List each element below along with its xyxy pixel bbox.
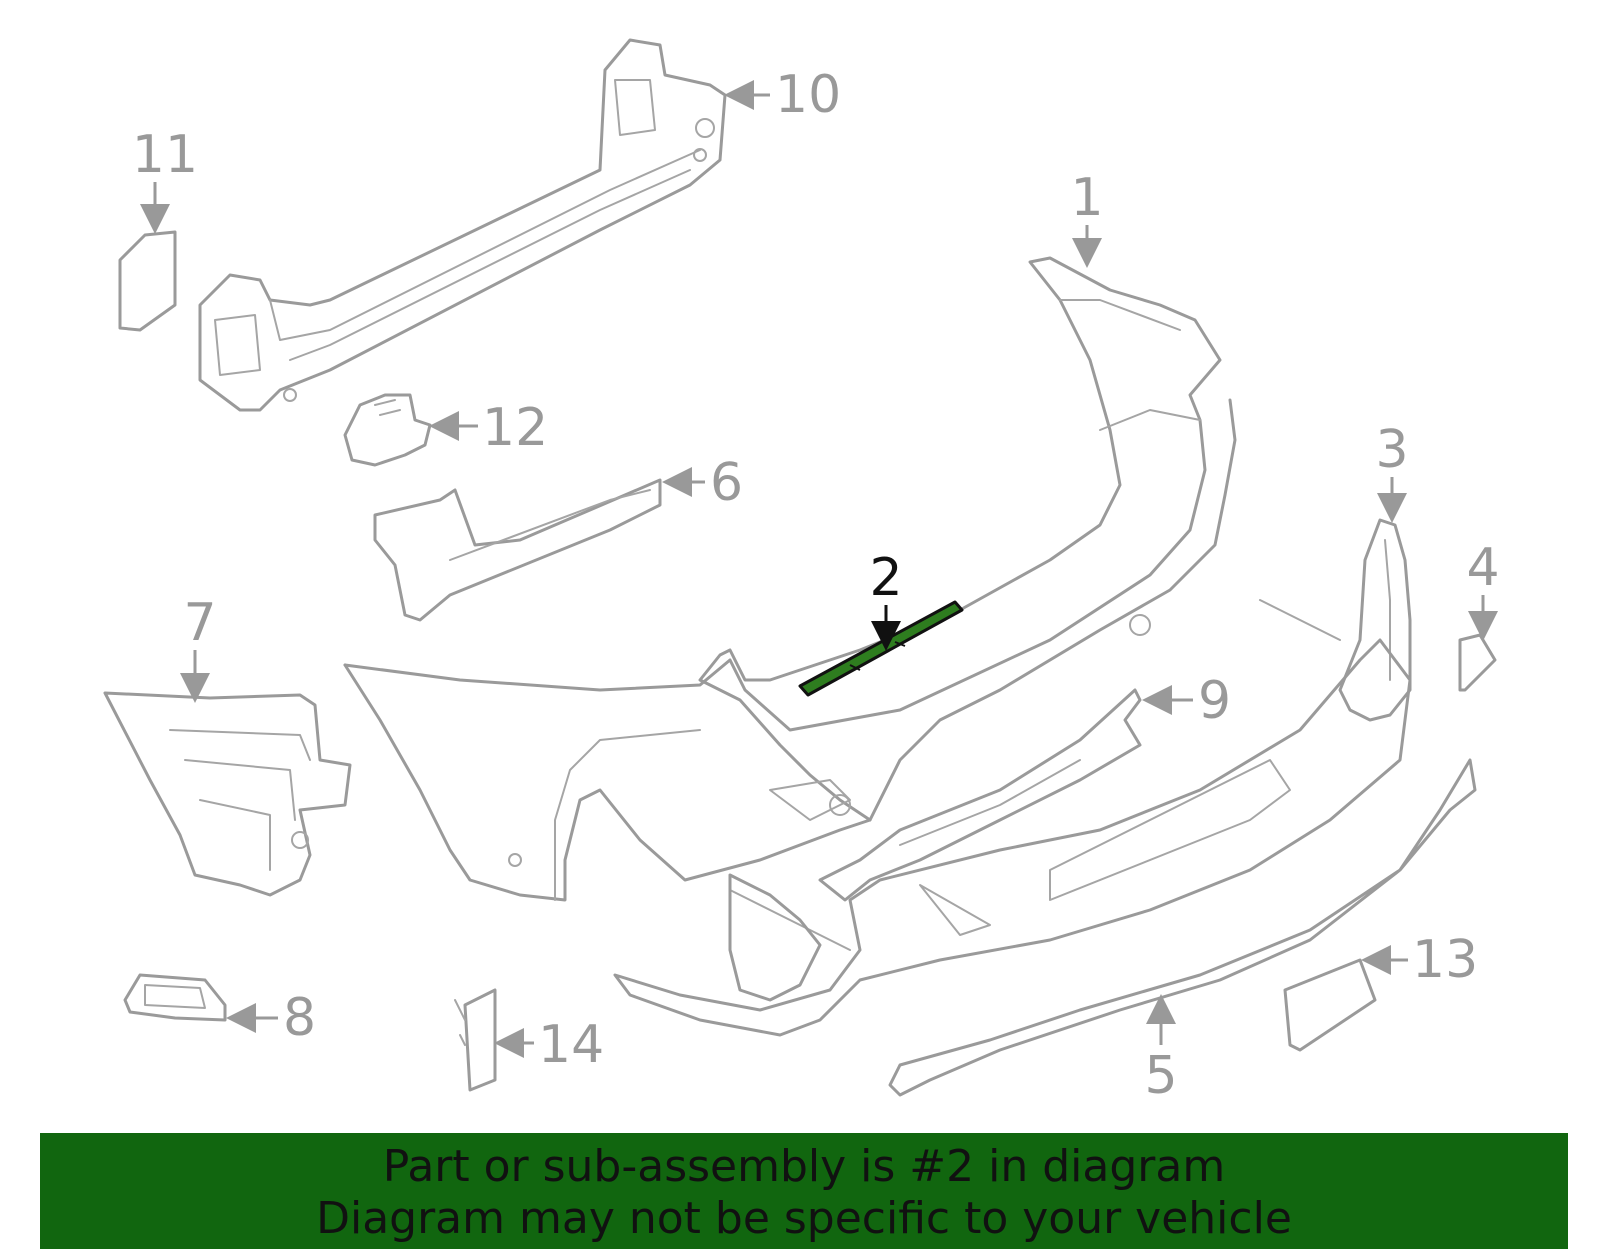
part-6-bumper-bracket [373, 478, 662, 622]
callout-1[interactable]: 1 [1070, 168, 1104, 268]
callout-3[interactable]: 3 [1375, 420, 1409, 523]
svg-text:6: 6 [710, 453, 743, 513]
part-2-highlighted-strip [798, 600, 964, 697]
callout-5[interactable]: 5 [1144, 994, 1178, 1106]
callout-4[interactable]: 4 [1466, 538, 1500, 641]
callout-6[interactable]: 6 [662, 453, 743, 513]
svg-text:4: 4 [1466, 538, 1499, 598]
callout-13[interactable]: 13 [1361, 930, 1478, 990]
callout-7[interactable]: 7 [180, 593, 217, 703]
callout-12[interactable]: 12 [429, 398, 548, 458]
callout-2[interactable]: 2 [869, 548, 903, 651]
parts-diagram: 1 2 3 4 5 6 7 8 9 10 11 12 [103, 38, 1500, 1106]
svg-text:1: 1 [1070, 168, 1103, 228]
part-13-cover-plate [1283, 958, 1377, 1052]
svg-text:7: 7 [183, 593, 216, 653]
part-7-side-bracket [103, 691, 352, 897]
svg-text:12: 12 [482, 398, 548, 458]
svg-text:14: 14 [538, 1015, 604, 1075]
svg-text:3: 3 [1375, 420, 1408, 480]
svg-text:9: 9 [1198, 671, 1231, 731]
part-10-bumper-reinforcement [198, 38, 727, 412]
part-3-side-trim [1338, 518, 1412, 722]
part-12-bracket [343, 393, 432, 467]
svg-text:13: 13 [1412, 930, 1478, 990]
callout-14[interactable]: 14 [494, 1015, 604, 1075]
callout-9[interactable]: 9 [1142, 671, 1231, 731]
banner-line-disclaimer: Diagram may not be specific to your vehi… [316, 1193, 1292, 1244]
svg-text:8: 8 [283, 988, 316, 1048]
svg-text:11: 11 [132, 125, 198, 185]
callout-11[interactable]: 11 [132, 125, 198, 234]
part-1-bumper-cover [343, 256, 1237, 902]
part-14-trim-strip [454, 988, 497, 1092]
svg-text:5: 5 [1144, 1046, 1177, 1106]
info-banner: Part or sub-assembly is #2 in diagram Di… [40, 1133, 1568, 1249]
part-5-lower-valance [613, 599, 1477, 1097]
svg-text:10: 10 [775, 65, 841, 125]
banner-line-part-number: Part or sub-assembly is #2 in diagram [382, 1141, 1226, 1192]
part-8-reflector [123, 973, 227, 1022]
svg-text:2: 2 [869, 548, 902, 608]
callout-8[interactable]: 8 [226, 988, 316, 1048]
part-4-cap [1458, 633, 1497, 692]
part-9-mount-bracket [818, 688, 1142, 902]
callout-10[interactable]: 10 [724, 65, 841, 125]
part-11-cover [118, 230, 177, 332]
